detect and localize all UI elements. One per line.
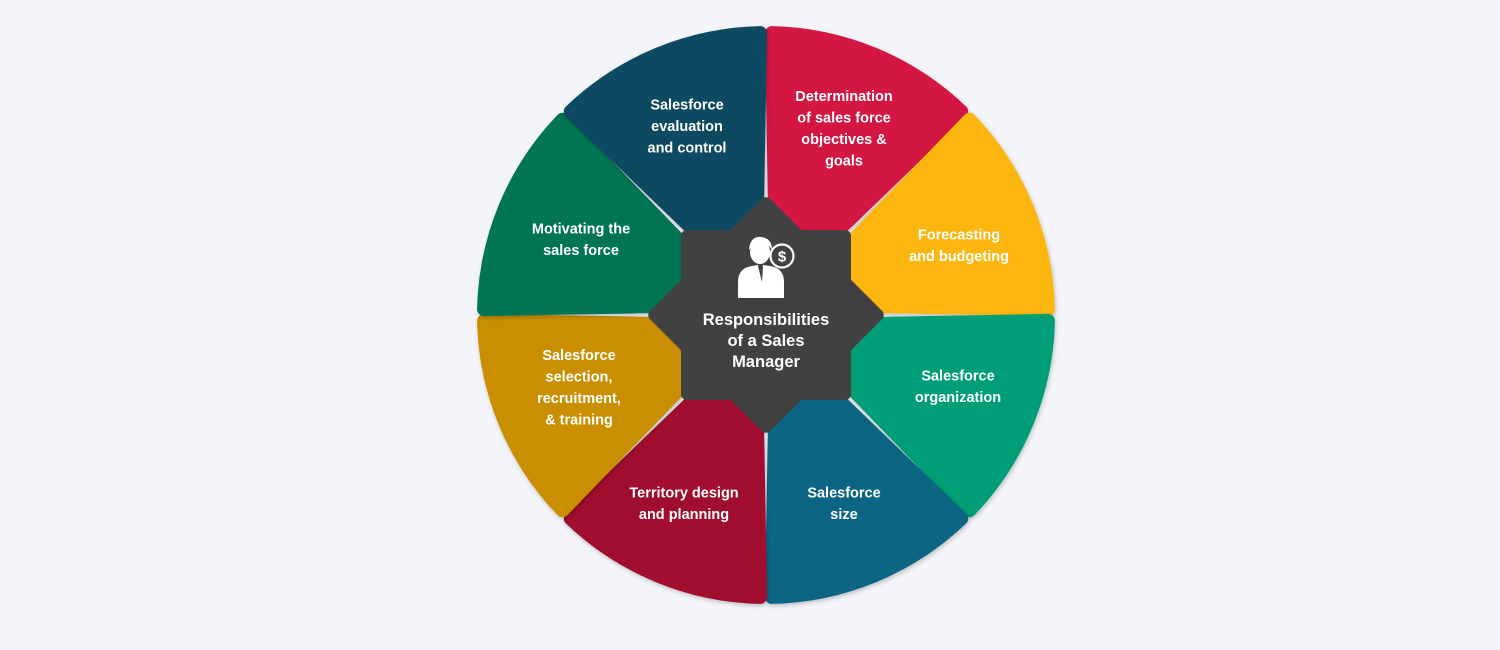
segment-label-line: organization	[915, 390, 1001, 406]
segment-label-line: selection,	[546, 369, 613, 385]
segment-label-line: and control	[648, 141, 727, 157]
segment-shape-territory	[563, 382, 768, 604]
segment-motivating: Motivating the sales force	[477, 112, 699, 317]
segment-label-line: and budgeting	[909, 249, 1009, 265]
segment-label-determination: Determination of sales force objectives & g…	[795, 89, 893, 170]
segment-label-line: and planning	[639, 507, 729, 523]
svg-text:$: $	[778, 249, 787, 266]
segment-label-line: sales force	[543, 243, 619, 259]
segment-shape-forecasting	[833, 112, 1055, 317]
segment-shape-evaluation	[563, 26, 768, 248]
segment-organization: Salesforce organization	[833, 313, 1055, 518]
segment-territory: Territory design and planning	[563, 382, 768, 604]
segment-label-forecasting: Forecasting and budgeting	[909, 227, 1009, 264]
segment-shape-determination	[764, 26, 969, 248]
segment-label-organization: Salesforce organization	[915, 368, 1001, 406]
segment-shape-size	[764, 382, 969, 604]
sales-manager-dollar-icon: $	[738, 236, 795, 298]
segment-label-line: Territory design	[629, 485, 738, 501]
segment-label-line: Salesforce	[542, 348, 615, 364]
segment-label-line: recruitment,	[537, 391, 621, 407]
center-star-diamond	[648, 197, 884, 433]
segment-label-line: Salesforce	[807, 485, 880, 501]
center-title-line: Responsibilities	[703, 311, 830, 329]
center-title-line: of a Sales	[727, 332, 804, 350]
segment-selection: Salesforce selection, recruitment, & traini…	[477, 313, 699, 518]
segment-label-motivating: Motivating the sales force	[532, 221, 630, 258]
segment-shape-selection	[477, 313, 699, 518]
segment-label-line: Motivating the	[532, 221, 630, 237]
segment-shape-motivating	[477, 112, 699, 317]
segment-label-line: goals	[825, 153, 863, 169]
segment-evaluation: Salesforce evaluation and control	[563, 26, 768, 248]
segment-label-line: of sales force	[797, 110, 891, 126]
segment-label-evaluation: Salesforce evaluation and control	[648, 98, 727, 157]
segment-label-line: size	[830, 507, 857, 523]
segment-label-size: Salesforce size	[807, 485, 880, 523]
segment-shape-organization	[833, 313, 1055, 518]
segment-label-line: evaluation	[651, 119, 723, 135]
segment-label-territory: Territory design and planning	[629, 485, 738, 523]
segment-label-line: Salesforce	[650, 98, 723, 114]
segment-label-line: Salesforce	[921, 368, 994, 384]
segment-label-selection: Salesforce selection, recruitment, & traini…	[537, 348, 621, 429]
center-title-line: Manager	[732, 353, 800, 371]
segment-determination: Determination of sales force objectives & g…	[764, 26, 969, 248]
segment-label-line: objectives &	[801, 132, 887, 148]
segment-label-line: Determination	[795, 89, 893, 105]
segment-label-line: Forecasting	[918, 227, 1000, 243]
segment-size: Salesforce size	[764, 382, 969, 604]
segment-label-line: & training	[545, 412, 613, 428]
segment-forecasting: Forecasting and budgeting	[833, 112, 1055, 317]
